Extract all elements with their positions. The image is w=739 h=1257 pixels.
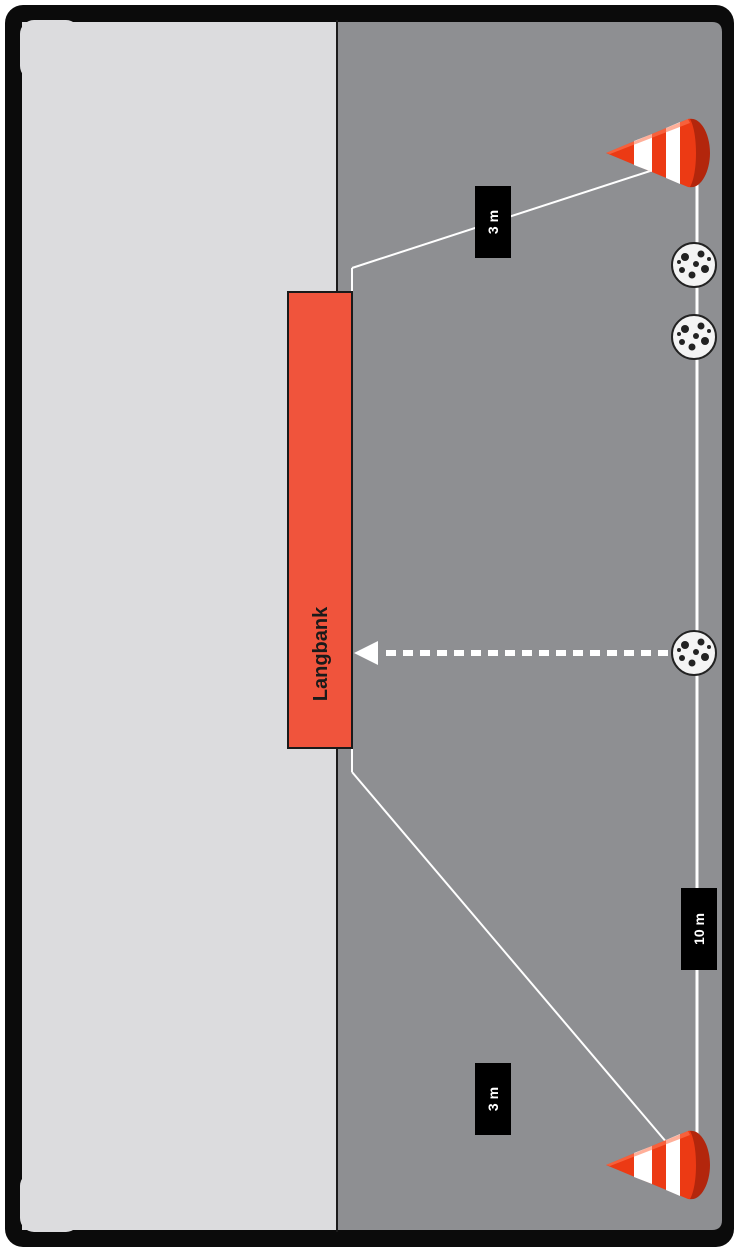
svg-text:3 m: 3 m (485, 1087, 501, 1111)
floorball-icon (671, 242, 717, 288)
pass-arrow-head (354, 641, 378, 665)
light-zone (22, 22, 337, 1230)
court-area (337, 22, 722, 1230)
bench-label: Langbank (310, 606, 332, 701)
bench (287, 291, 353, 749)
distance-line-top (351, 157, 691, 269)
svg-text:10 m: 10 m (691, 913, 707, 945)
distance-label-bottom: 3 m (475, 1063, 511, 1135)
distance-label-top: 3 m (475, 186, 511, 258)
floorball-icon (671, 630, 717, 676)
floorball-icon (671, 314, 717, 360)
distance-line-bottom (351, 771, 691, 1171)
svg-text:3 m: 3 m (485, 210, 501, 234)
distance-label-10m: 10 m (681, 888, 717, 970)
